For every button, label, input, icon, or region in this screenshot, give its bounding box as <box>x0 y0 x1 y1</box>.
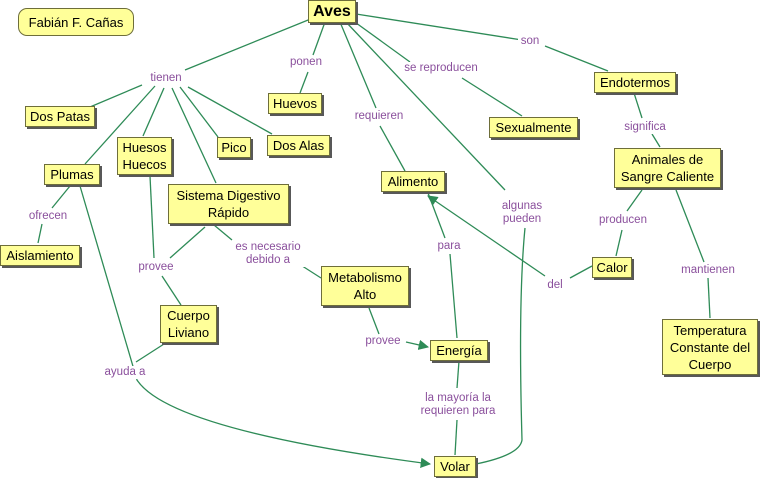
concept-endotermos[interactable]: Endotermos <box>594 72 676 93</box>
link-algunas-pueden: algunas pueden <box>493 200 551 226</box>
concept-aislamiento[interactable]: Aislamiento <box>0 245 80 266</box>
link-significa: significa <box>620 121 670 134</box>
concept-alimento[interactable]: Alimento <box>381 171 445 192</box>
link-requieren: requieren <box>351 110 407 123</box>
link-mantienen: mantienen <box>676 264 740 277</box>
concept-metabolismo-alto[interactable]: Metabolismo Alto <box>321 266 409 306</box>
concept-huesos-huecos[interactable]: Huesos Huecos <box>117 137 172 175</box>
concept-volar[interactable]: Volar <box>434 456 476 477</box>
concept-huevos[interactable]: Huevos <box>268 93 322 114</box>
link-provee-energia: provee <box>363 335 403 348</box>
link-del: del <box>543 279 567 292</box>
link-es-necesario: es necesario debido a <box>229 241 307 267</box>
link-se-reproducen: se reproducen <box>401 62 481 75</box>
link-producen: producen <box>596 214 650 227</box>
concept-aves[interactable]: Aves <box>308 0 356 23</box>
concept-pico[interactable]: Pico <box>217 137 251 158</box>
concept-sistema-digestivo[interactable]: Sistema Digestivo Rápido <box>168 184 289 224</box>
link-ofrecen: ofrecen <box>25 210 71 223</box>
concept-plumas[interactable]: Plumas <box>44 164 100 185</box>
link-tienen: tienen <box>147 72 185 85</box>
concept-animales-sangre-caliente[interactable]: Animales de Sangre Caliente <box>614 148 721 188</box>
link-para: para <box>434 240 464 253</box>
author-label: Fabián F. Cañas <box>18 8 134 36</box>
concept-dos-patas[interactable]: Dos Patas <box>25 106 95 127</box>
concept-sexualmente[interactable]: Sexualmente <box>489 117 578 138</box>
link-provee-cuerpo: provee <box>136 261 176 274</box>
link-ayuda-a: ayuda a <box>100 366 150 379</box>
link-son: son <box>518 35 542 48</box>
link-la-mayoria: la mayoría la requieren para <box>410 392 506 418</box>
link-ponen: ponen <box>288 56 324 69</box>
concept-temperatura-constante[interactable]: Temperatura Constante del Cuerpo <box>662 319 758 375</box>
concept-dos-alas[interactable]: Dos Alas <box>267 135 330 156</box>
concept-cuerpo-liviano[interactable]: Cuerpo Liviano <box>160 305 217 343</box>
concept-calor[interactable]: Calor <box>592 257 632 278</box>
concept-energia[interactable]: Energía <box>430 340 488 361</box>
